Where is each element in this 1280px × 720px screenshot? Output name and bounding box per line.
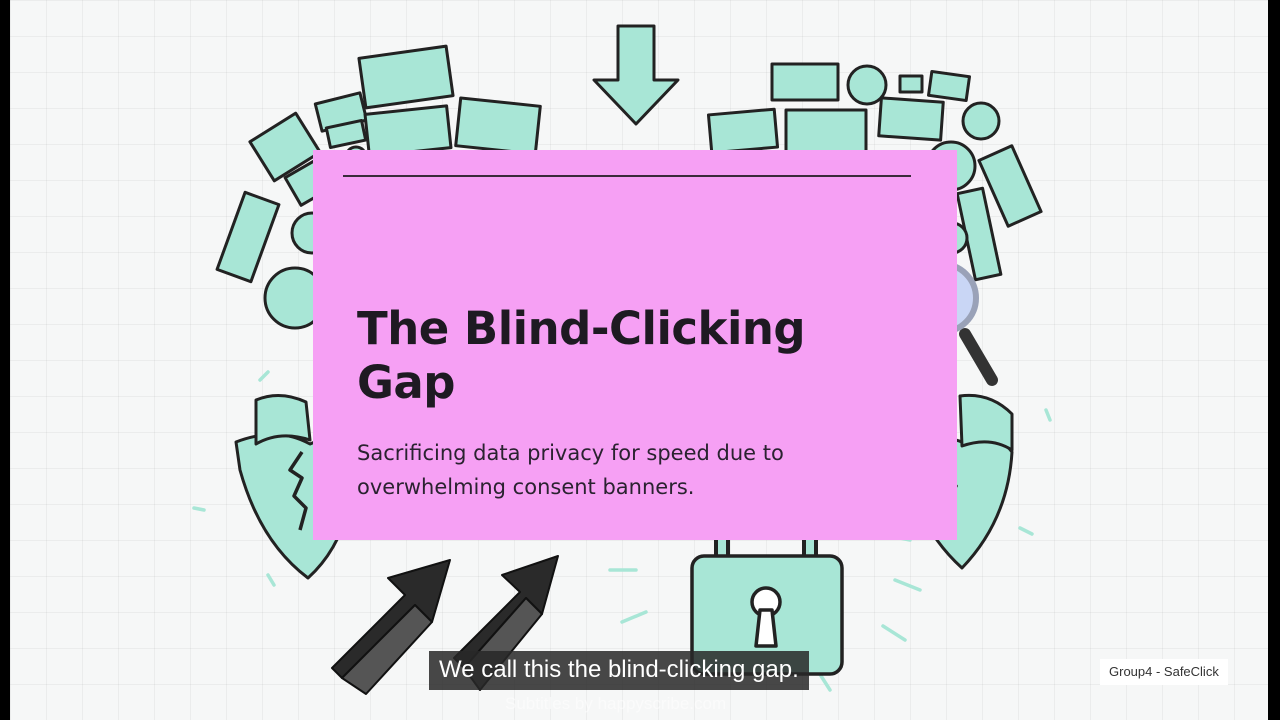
banner-shape (324, 118, 368, 150)
down-arrow-icon (592, 24, 680, 126)
video-frame: The Blind-Clicking Gap Sacrificing data … (10, 0, 1268, 720)
banner-shape (877, 96, 945, 142)
slide-subtitle: Sacrificing data privacy for speed due t… (357, 441, 784, 499)
banner-shape (846, 64, 888, 106)
banner-shape (977, 144, 1043, 228)
banner-shape (357, 44, 455, 110)
banner-shape (961, 101, 1001, 141)
up-right-arrow-icon (331, 559, 451, 695)
banner-shape (215, 190, 281, 284)
banner-shape (706, 107, 780, 155)
corner-label: Group4 - SafeClick (1100, 659, 1228, 685)
subtitle-caption: We call this the blind-clicking gap. (429, 651, 809, 690)
card-divider (343, 175, 911, 177)
banner-shape (927, 69, 971, 103)
banner-shape (784, 108, 868, 154)
banner-shape (248, 111, 322, 183)
subtitle-credit: Subtitles by happyscribe.com (505, 694, 727, 713)
title-card: The Blind-Clicking Gap Sacrificing data … (313, 150, 957, 540)
banner-shape (363, 104, 453, 158)
banner-shape (770, 62, 840, 102)
slide-title: The Blind-Clicking Gap (357, 302, 806, 409)
banner-shape (454, 96, 542, 156)
banner-shape (898, 74, 924, 94)
